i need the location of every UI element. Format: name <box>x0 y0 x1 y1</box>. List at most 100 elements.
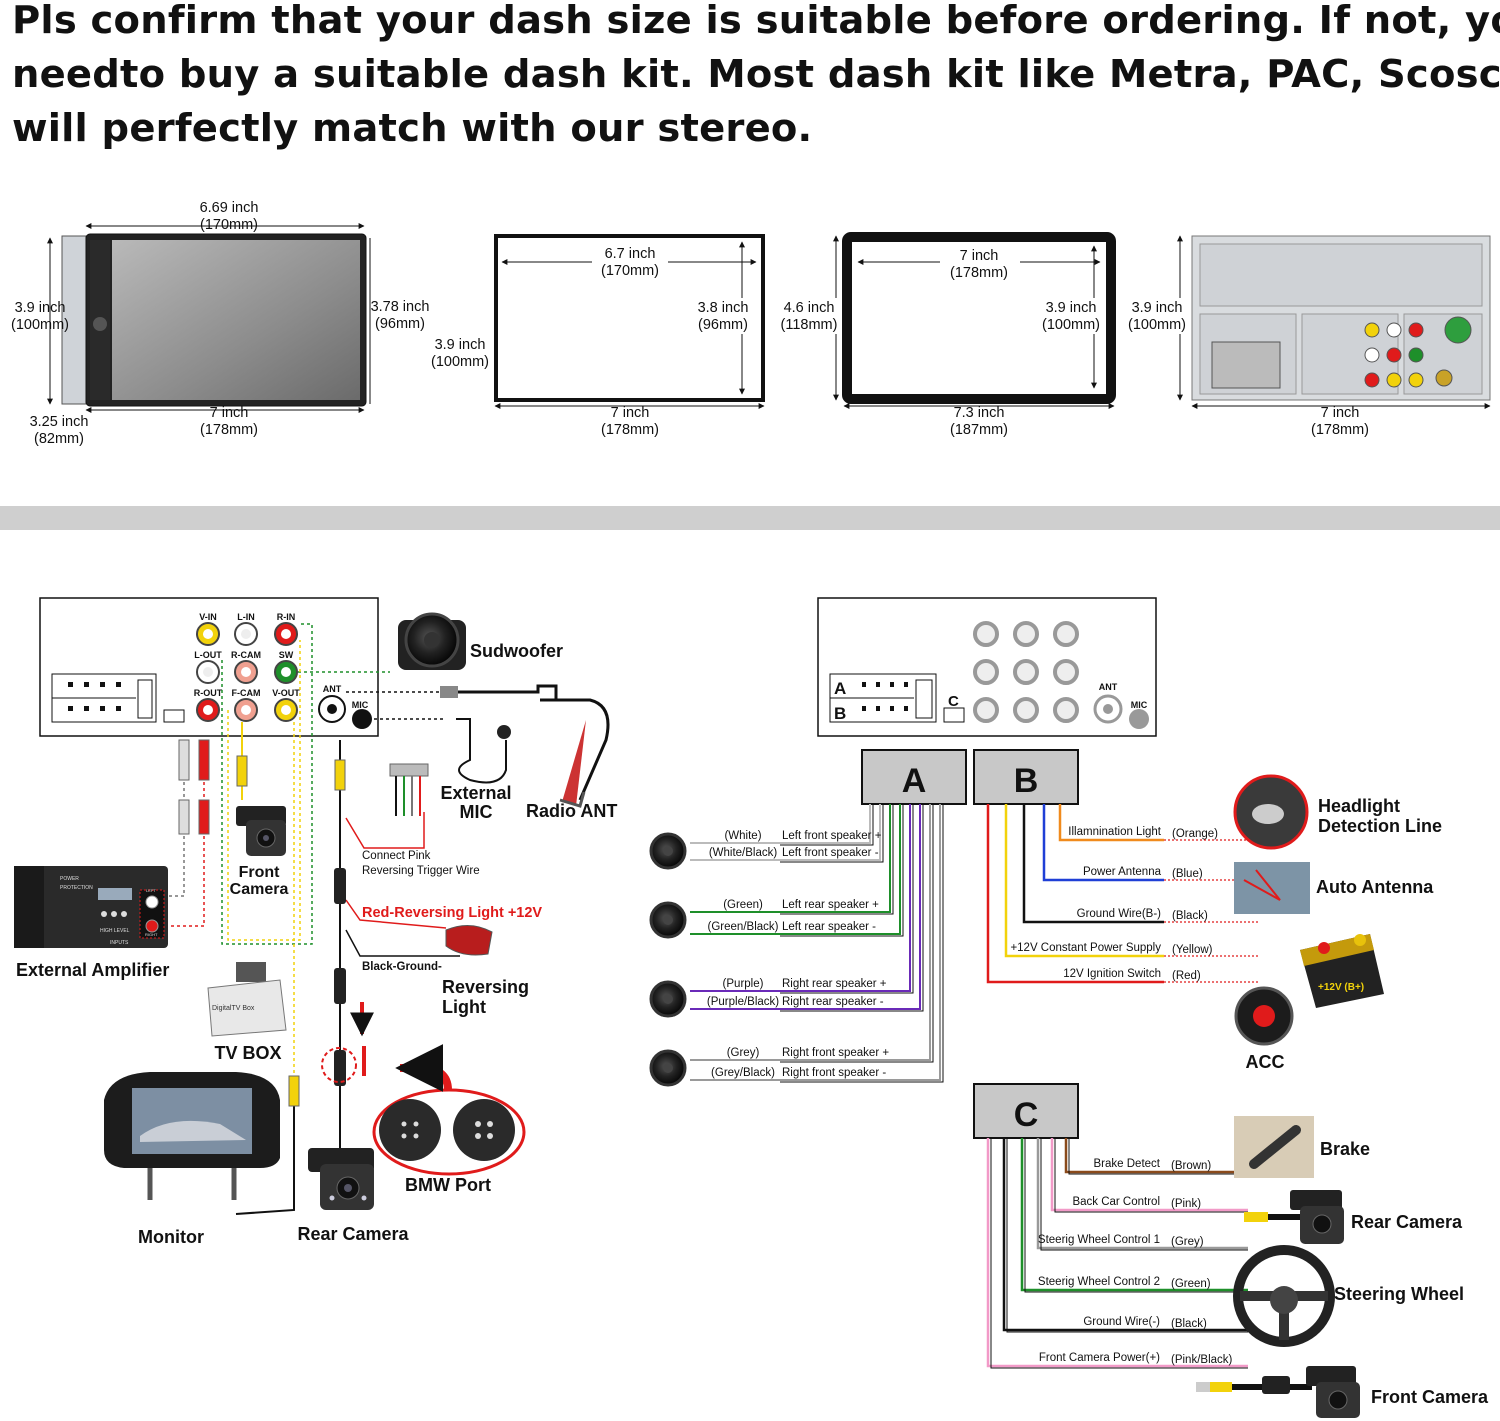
connect-pink-label-2: Reversing Trigger Wire <box>362 865 480 877</box>
harness-wire <box>1058 804 1164 842</box>
frame-outer-w: 7.3 inch <box>954 405 1005 421</box>
rear-camera-icon-2 <box>1244 1190 1344 1244</box>
external-mic-label-2: MIC <box>460 802 493 822</box>
harness-wire-color: (Green) <box>1171 1278 1211 1290</box>
speaker-icon <box>649 901 687 939</box>
stereo-front-figure: 6.69 inch (170mm) 3.9 inch (100mm) 3.78 … <box>11 200 429 447</box>
dash-opening-figure: 6.7 inch (170mm) 3.8 inch (96mm) 3.9 inc… <box>431 234 765 438</box>
amp-high-level-text: HIGH LEVEL <box>100 928 130 934</box>
stereo-depth-dim: 3.25 inch <box>30 414 89 430</box>
speaker-wire-color: (Grey/Black) <box>711 1067 775 1079</box>
back-w-mm: (178mm) <box>1311 422 1369 438</box>
harness-wire-label: +12V Constant Power Supply <box>1010 942 1161 954</box>
red-reversing-label: Red-Reversing Light +12V <box>362 905 542 921</box>
dash-frame-figure: 7 inch (178mm) 3.9 inch (100mm) 4.6 inch… <box>780 232 1116 438</box>
speaker-wire-color: (Green/Black) <box>708 921 779 933</box>
opening-outer-h: 3.9 inch <box>435 337 486 353</box>
harness-wire-color: (Grey) <box>1171 1236 1204 1248</box>
brake-icon <box>1234 1116 1314 1178</box>
speaker-wire-edge <box>780 804 914 994</box>
port-ant-2: ANT <box>1099 682 1118 692</box>
stereo-bottom-mm: (178mm) <box>200 422 258 438</box>
harness-wire-label: Illamnination Light <box>1068 826 1162 838</box>
stereo-right-mm: (96mm) <box>375 316 425 332</box>
rear-camera-icon <box>308 1148 374 1210</box>
speaker-wire-color: (Green) <box>723 899 763 911</box>
back-h: 3.9 inch <box>1132 300 1183 316</box>
speaker-wire <box>690 804 881 861</box>
opening-outer-w-mm: (178mm) <box>601 422 659 438</box>
opening-outer-w: 7 inch <box>611 405 650 421</box>
harness-wire-label: 12V Ignition Switch <box>1063 968 1161 980</box>
harness-wire-edge <box>1068 1138 1248 1175</box>
harness-wire-edge <box>990 1138 1248 1369</box>
harness-wire <box>1036 1138 1248 1250</box>
auto-antenna-icon <box>1234 862 1310 914</box>
port-ant: ANT <box>323 684 342 694</box>
harness-wire-edge <box>1054 1138 1248 1213</box>
speaker-wire <box>690 804 901 935</box>
rca-jack-grid <box>1364 322 1424 388</box>
harness-wire-label: Front Camera Power(+) <box>1039 1352 1160 1364</box>
black-ground-label: Black-Ground- <box>362 961 442 973</box>
plug-a-label: A <box>902 762 927 800</box>
harness-wire <box>1004 804 1164 958</box>
amp-protection-text: PROTECTION <box>60 885 93 891</box>
amp-power-text: POWER <box>60 876 79 882</box>
opening-inner-h: 3.8 inch <box>698 300 749 316</box>
speaker-wire-edge <box>780 804 884 863</box>
tail-light-icon <box>445 925 493 956</box>
plug-b <box>973 749 1079 805</box>
speaker-wire-edge <box>780 804 894 915</box>
speaker-wire <box>690 804 911 992</box>
speaker-wire-label: Right front speaker - <box>782 1067 886 1079</box>
harness-wire-label: Back Car Control <box>1072 1196 1160 1208</box>
speaker-wire-color: (Purple) <box>723 978 764 990</box>
port-b-label: B <box>834 704 846 723</box>
cooling-fan-icon <box>1444 316 1472 344</box>
external-mic-icon <box>456 718 511 784</box>
acc-label: ACC <box>1246 1052 1285 1072</box>
front-camera-label-1: Front <box>239 864 281 881</box>
brake-label: Brake <box>1320 1139 1370 1159</box>
plug-c-label: C <box>1014 1096 1039 1134</box>
ignition-switch-icon <box>1234 986 1294 1046</box>
harness-wire-color: (Pink) <box>1171 1198 1201 1210</box>
stereo-bottom-dim: 7 inch <box>210 405 249 421</box>
headlight-label-2: Detection Line <box>1318 816 1442 836</box>
harness-wire-label: Brake Detect <box>1094 1158 1161 1170</box>
speaker-icon <box>649 832 687 870</box>
harness-wire-color: (Pink/Black) <box>1171 1354 1233 1366</box>
port-mic: MIC <box>352 700 369 710</box>
auto-antenna-label: Auto Antenna <box>1316 877 1434 897</box>
front-camera-label-2: Camera <box>230 881 289 898</box>
harness-wire-label: Power Antenna <box>1083 866 1162 878</box>
av-wiring-diagram: V-IN L-IN R-IN L-OUT R-CAM SW R-OUT F-CA… <box>14 597 617 1247</box>
battery-icon: +12V (B+) <box>1300 934 1384 1008</box>
harness-wire-label: Steerig Wheel Control 2 <box>1038 1276 1160 1288</box>
bmw-port-icon <box>321 1002 526 1176</box>
speaker-wire-color: (Purple/Black) <box>707 996 779 1008</box>
tv-box-icon: DigitalTV Box <box>207 962 287 1037</box>
speaker-wire-label: Left front speaker - <box>782 847 879 859</box>
stereo-back-figure: 3.9 inch (100mm) 7 inch (178mm) <box>1126 235 1491 438</box>
plug-c <box>973 1083 1079 1139</box>
harness-wire-color: (Yellow) <box>1172 944 1213 956</box>
harness-wire-color: (Orange) <box>1172 828 1218 840</box>
harness-wire-edge <box>1040 1138 1248 1251</box>
radio-antenna-icon <box>440 684 610 808</box>
stereo-depth-mm: (82mm) <box>34 431 84 447</box>
headline-line: needto buy a suitable dash kit. Most das… <box>12 52 1500 97</box>
frame-inner-w-mm: (178mm) <box>950 265 1008 281</box>
radio-ant-label: Radio ANT <box>526 801 617 821</box>
speaker-wire <box>690 804 941 1081</box>
stereo-top-dim: 6.69 inch <box>200 200 259 216</box>
tv-box-label: TV BOX <box>214 1043 281 1063</box>
plug-b-label: B <box>1014 762 1039 800</box>
harness-wire <box>1022 804 1164 924</box>
amp-left-text: LEFT <box>146 888 156 893</box>
rear-camera-label: Rear Camera <box>297 1224 409 1244</box>
battery-label: +12V (B+) <box>1318 982 1364 993</box>
reversing-light-label-1: Reversing <box>442 977 529 997</box>
